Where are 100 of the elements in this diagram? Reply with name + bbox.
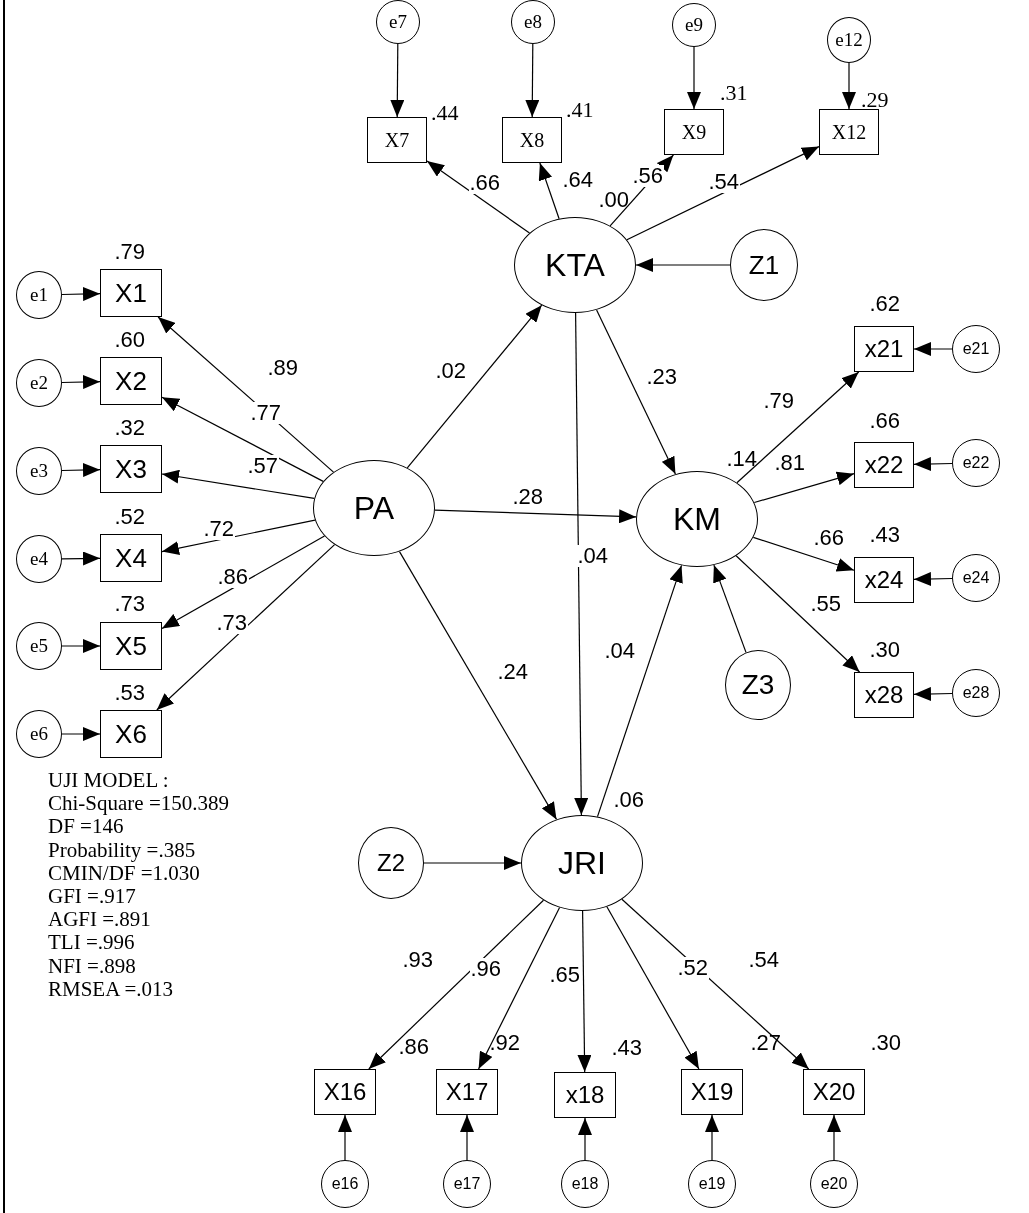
path-arrow: [736, 371, 860, 484]
circle-node: e5: [16, 622, 62, 670]
path-arrow: [626, 146, 820, 241]
path-arrow: [621, 898, 810, 1070]
observed-variable-box: X12: [819, 109, 879, 155]
r-squared-value: .62: [869, 293, 901, 315]
path-arrow: [578, 1117, 592, 1161]
path-arrow: [842, 62, 856, 110]
path-arrow: [577, 910, 592, 1073]
fit-statistic-text: GFI =.917: [48, 886, 136, 907]
circle-node: e21: [952, 325, 1000, 373]
path-arrow: [635, 258, 731, 272]
circle-node: e8: [511, 0, 555, 44]
path-arrow: [752, 536, 855, 572]
observed-variable-box: X19: [681, 1069, 743, 1115]
fit-statistic-text: TLI =.996: [48, 932, 135, 954]
r-squared-value: .79: [114, 241, 146, 263]
r-squared-value: .44: [431, 102, 459, 124]
r-squared-value: .43: [869, 524, 901, 546]
path-arrow: [61, 463, 101, 478]
r-squared-value: .30: [870, 1032, 902, 1054]
fit-statistic-text: DF =146: [48, 816, 124, 838]
r-squared-value: .73: [114, 593, 146, 615]
r-squared-value: .53: [114, 682, 146, 704]
circle-node: e3: [16, 447, 62, 495]
circle-node: Z3: [725, 650, 791, 720]
path-arrow: [913, 456, 953, 471]
r-squared-value: .00: [598, 189, 630, 211]
fit-statistic-text: CMIN/DF =1.030: [48, 862, 200, 884]
latent-variable-ellipse: KM: [636, 471, 758, 567]
circle-node: e20: [810, 1160, 858, 1208]
observed-variable-box: X17: [436, 1069, 498, 1115]
path-arrow: [713, 564, 747, 653]
path-arrow: [161, 469, 315, 499]
path-arrow: [161, 396, 324, 482]
observed-variable-box: x18: [554, 1072, 616, 1118]
path-arrow: [574, 312, 589, 816]
edge-label: .56: [631, 165, 665, 187]
edge-label: .86: [216, 566, 250, 588]
path-arrow: [423, 856, 522, 870]
path-arrow: [460, 1114, 474, 1161]
circle-node: e9: [672, 3, 716, 47]
fit-statistic-text: AGFI =.891: [48, 909, 151, 931]
observed-variable-box: X6: [100, 710, 162, 758]
path-arrow: [525, 43, 540, 118]
circle-node: e28: [952, 669, 1000, 717]
path-arrow: [596, 309, 676, 475]
circle-node: e24: [952, 554, 1000, 602]
path-arrow: [61, 639, 101, 653]
latent-variable-ellipse: KTA: [514, 217, 636, 313]
path-arrow: [156, 544, 336, 711]
edge-label: .77: [249, 402, 283, 424]
path-arrow: [827, 1114, 841, 1161]
circle-node: e19: [688, 1160, 736, 1208]
path-arrow: [913, 686, 953, 701]
observed-variable-box: X20: [803, 1069, 865, 1115]
path-arrow: [705, 1114, 719, 1161]
r-squared-value: .14: [726, 448, 758, 470]
path-arrow: [390, 43, 405, 118]
fit-statistic-text: NFI =.898: [48, 955, 136, 977]
r-squared-value: .92: [489, 1032, 521, 1054]
observed-variable-box: X5: [100, 622, 162, 670]
path-arrow: [596, 564, 683, 818]
path-arrow: [61, 551, 101, 566]
observed-variable-box: X9: [664, 109, 724, 155]
path-arrow: [61, 375, 101, 390]
r-squared-value: .31: [720, 82, 748, 104]
r-squared-value: .52: [114, 506, 146, 528]
observed-variable-box: x24: [854, 557, 914, 603]
circle-node: e6: [16, 710, 62, 758]
observed-variable-box: X4: [100, 534, 162, 582]
observed-variable-box: X7: [367, 117, 427, 163]
r-squared-value: .32: [114, 417, 146, 439]
observed-variable-box: x22: [854, 442, 914, 488]
r-squared-value: .29: [861, 89, 889, 111]
path-arrow: [338, 1114, 352, 1161]
fit-statistic-text: Probability =.385: [48, 839, 196, 861]
circle-node: e16: [321, 1160, 369, 1208]
circle-node: Z2: [358, 827, 424, 899]
edge-label: .04: [576, 545, 610, 567]
circle-node: e18: [561, 1160, 609, 1208]
edge-label: .66: [468, 172, 502, 194]
r-squared-value: .43: [611, 1037, 643, 1059]
observed-variable-box: X2: [100, 357, 162, 405]
path-arrow: [687, 46, 701, 110]
observed-variable-box: x28: [854, 672, 914, 718]
r-squared-value: .06: [613, 789, 645, 811]
path-arrow: [61, 287, 101, 302]
edge-label: .72: [202, 518, 236, 540]
r-squared-value: .60: [114, 329, 146, 351]
fit-statistic-text: RMSEA =.013: [48, 978, 174, 1000]
circle-node: e2: [16, 359, 62, 407]
r-squared-value: .66: [869, 410, 901, 432]
path-arrow: [478, 907, 561, 1070]
circle-node: e1: [16, 271, 62, 319]
r-squared-value: .41: [566, 99, 594, 121]
r-squared-value: .86: [398, 1036, 430, 1058]
observed-variable-box: X16: [314, 1069, 376, 1115]
path-arrow: [368, 899, 545, 1070]
latent-variable-ellipse: PA: [313, 460, 435, 556]
